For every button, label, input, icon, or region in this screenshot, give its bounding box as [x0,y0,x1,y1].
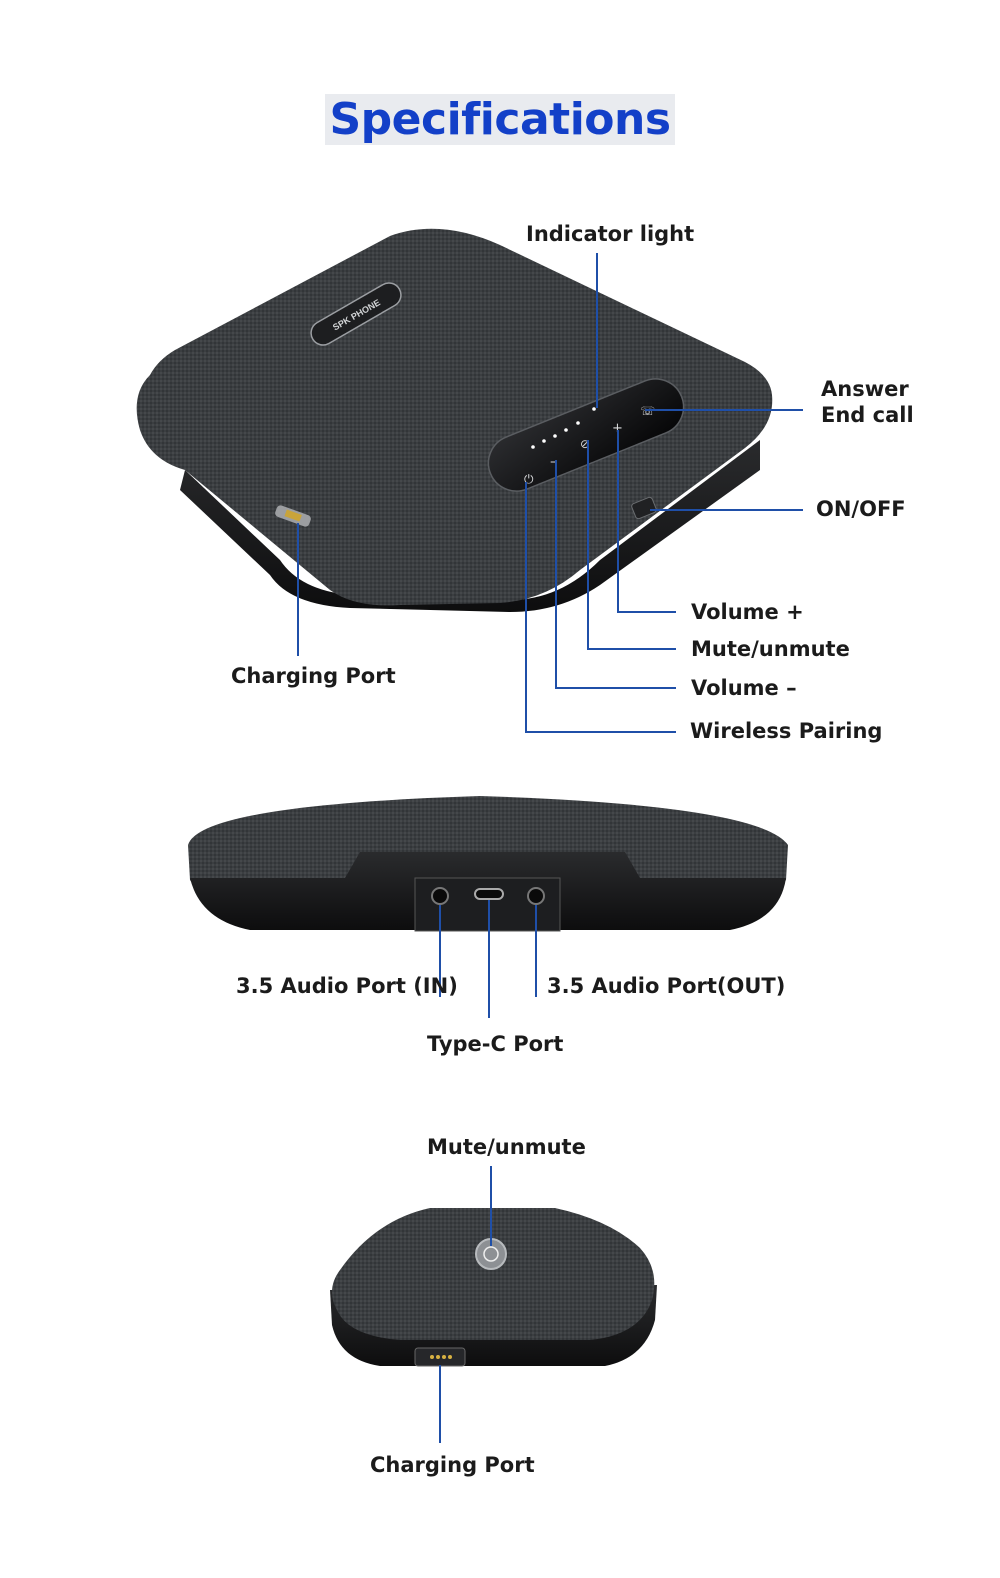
callout-lines-small [439,1166,492,1443]
pairing-icon[interactable]: ⏻ [524,472,534,486]
label-volume-plus: Volume + [691,600,804,624]
label-charging-port: Charging Port [231,664,396,688]
label-answer: Answer [821,377,909,401]
label-volume-minus: Volume – [691,676,797,700]
volume-plus-icon[interactable]: + [612,421,623,436]
label-on-off: ON/OFF [816,497,906,521]
power-switch[interactable] [631,496,657,520]
callout-lines-top [297,253,803,733]
logo-badge [310,282,402,346]
usb-c-port[interactable] [474,888,504,900]
speakerphone-top-view: SPK PHONE ⏻ – ⊘ + ☏ [136,228,803,733]
label-wireless-pairing: Wireless Pairing [690,719,883,743]
label-small-mute-unmute: Mute/unmute [427,1135,586,1159]
label-small-charging-port: Charging Port [370,1453,535,1477]
mute-icon [483,1246,499,1262]
audio-in-jack[interactable] [431,887,449,905]
label-mute-unmute: Mute/unmute [691,637,850,661]
speakerphone-small-view [330,1166,657,1443]
label-end-call: End call [821,403,914,427]
indicator-leds [531,407,596,449]
label-audio-in: 3.5 Audio Port (IN) [236,974,458,998]
label-audio-out: 3.5 Audio Port(OUT) [547,974,786,998]
control-panel [487,378,685,492]
speakerphone-side-view [188,796,788,1018]
callout-lines-side [439,900,537,1018]
label-type-c: Type-C Port [427,1032,564,1056]
audio-out-jack[interactable] [527,887,545,905]
title-text: Specifications [325,94,675,145]
volume-minus-icon[interactable]: – [550,454,557,470]
label-indicator-light: Indicator light [526,222,695,246]
page-title: Specifications [0,94,1000,145]
mute-icon[interactable]: ⊘ [580,437,590,451]
